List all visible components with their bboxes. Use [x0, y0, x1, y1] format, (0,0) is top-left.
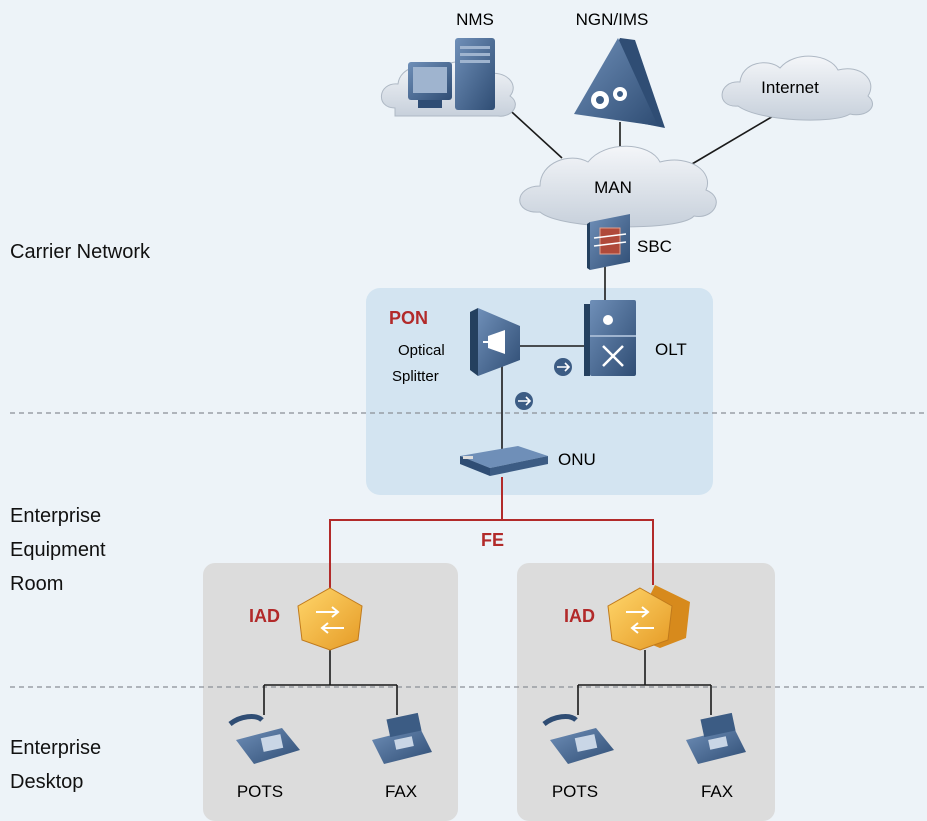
label-pon: PON	[389, 308, 428, 328]
nms-icon	[380, 38, 516, 117]
optical-splitter-icon	[470, 308, 520, 376]
man-cloud-icon	[519, 145, 717, 228]
label-pots-left: POTS	[237, 782, 283, 801]
label-sbc: SBC	[637, 237, 672, 256]
label-onu: ONU	[558, 450, 596, 469]
zone-label-equipment-1: Enterprise	[10, 505, 101, 527]
label-pots-right: POTS	[552, 782, 598, 801]
internet-cloud-icon	[721, 55, 873, 121]
zone-label-desktop-1: Enterprise	[10, 737, 101, 759]
fax-right-icon	[686, 712, 746, 764]
label-splitter-1: Optical	[398, 342, 445, 359]
label-splitter-2: Splitter	[392, 368, 439, 385]
sbc-icon	[587, 214, 630, 270]
phone-left-icon	[228, 714, 300, 764]
onu-icon	[460, 446, 548, 476]
phone-right-icon	[542, 714, 614, 764]
label-man: MAN	[594, 178, 632, 197]
label-iad-left: IAD	[249, 606, 280, 626]
olt-icon	[584, 300, 636, 376]
zone-label-carrier: Carrier Network	[10, 241, 151, 263]
label-olt: OLT	[655, 340, 687, 359]
label-fax-right: FAX	[701, 782, 733, 801]
fe-links	[329, 477, 654, 590]
iad-right-icon	[607, 585, 690, 651]
zone-label-desktop-2: Desktop	[10, 771, 83, 793]
label-fax-left: FAX	[385, 782, 417, 801]
ngn-ims-icon	[574, 38, 665, 128]
zone-label-equipment-2: Equipment	[10, 539, 106, 561]
zone-label-equipment-3: Room	[10, 573, 63, 595]
label-nms: NMS	[456, 10, 494, 29]
fiber-link-icon	[515, 358, 572, 410]
fax-left-icon	[372, 712, 432, 764]
iad-left-icon	[297, 587, 363, 651]
label-internet: Internet	[761, 78, 819, 97]
label-iad-right: IAD	[564, 606, 595, 626]
label-fe: FE	[481, 530, 504, 550]
label-ngn-ims: NGN/IMS	[576, 10, 649, 29]
